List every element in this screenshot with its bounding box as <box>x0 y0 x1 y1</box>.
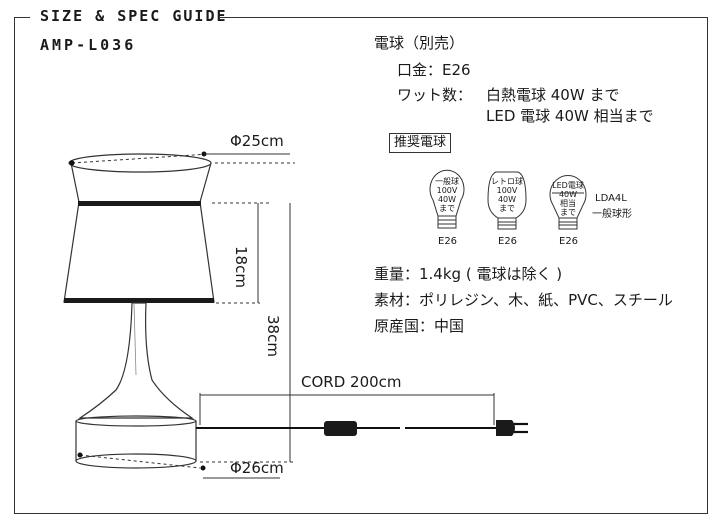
socket-label: 口金：E26 <box>397 61 471 79</box>
cord-length-label: CORD 200cm <box>301 373 402 391</box>
shade-bottom-band <box>64 298 214 303</box>
material-spec: 素材：ポリレジン、木、紙、PVC、スチール <box>374 291 673 309</box>
bulb-led <box>549 175 587 230</box>
shade-height-label: 18cm <box>232 246 250 288</box>
wattage-label: ワット数： <box>397 86 473 104</box>
base-bottom-ellipse <box>75 453 197 469</box>
top-diameter-guide <box>71 153 210 164</box>
base-sides <box>75 421 197 461</box>
bulb-retro-text: レトロ球 100V 40W まで <box>491 177 523 213</box>
led-model-sub: 一般球形 <box>592 209 632 220</box>
recommended-heading: 推奨電球 <box>389 133 452 153</box>
weight-spec: 重量：1.4kg ( 電球は除く ) <box>374 265 563 283</box>
plug-body <box>496 420 515 436</box>
bulb-led-text: LED電球 40W 相当 まで <box>552 181 584 217</box>
bulb-general-socket: E26 <box>438 236 458 247</box>
shade-top-band <box>78 201 201 206</box>
cord-switch <box>324 421 357 436</box>
shade-top-ellipse <box>68 153 212 173</box>
base-diameter-guide <box>79 454 201 469</box>
bulb-heading: 電球（別売） <box>374 34 465 52</box>
top-diameter-label: Φ25cm <box>230 132 284 150</box>
wattage-line-1: 白熱電球 40W まで <box>486 86 620 104</box>
led-model: LDA4L <box>595 193 627 204</box>
shade-outline <box>63 162 215 303</box>
bulb-retro-socket: E26 <box>498 236 518 247</box>
bulb-general <box>429 169 465 229</box>
page-title: SIZE & SPEC GUIDE <box>40 7 228 25</box>
lamp-stem <box>77 302 194 419</box>
stem-highlight <box>133 302 137 376</box>
spec-frame <box>14 17 708 514</box>
total-height-label: 38cm <box>264 315 282 357</box>
bulb-general-text: 一般球 100V 40W まで <box>435 177 459 213</box>
bulb-retro <box>487 171 527 230</box>
bulb-led-socket: E26 <box>559 236 579 247</box>
origin-spec: 原産国：中国 <box>374 317 465 335</box>
base-diameter-label: Φ26cm <box>230 459 284 477</box>
model-number: AMP-L036 <box>40 36 137 54</box>
title-mask <box>30 4 220 30</box>
wattage-line-2: LED 電球 40W 相当まで <box>486 107 654 125</box>
